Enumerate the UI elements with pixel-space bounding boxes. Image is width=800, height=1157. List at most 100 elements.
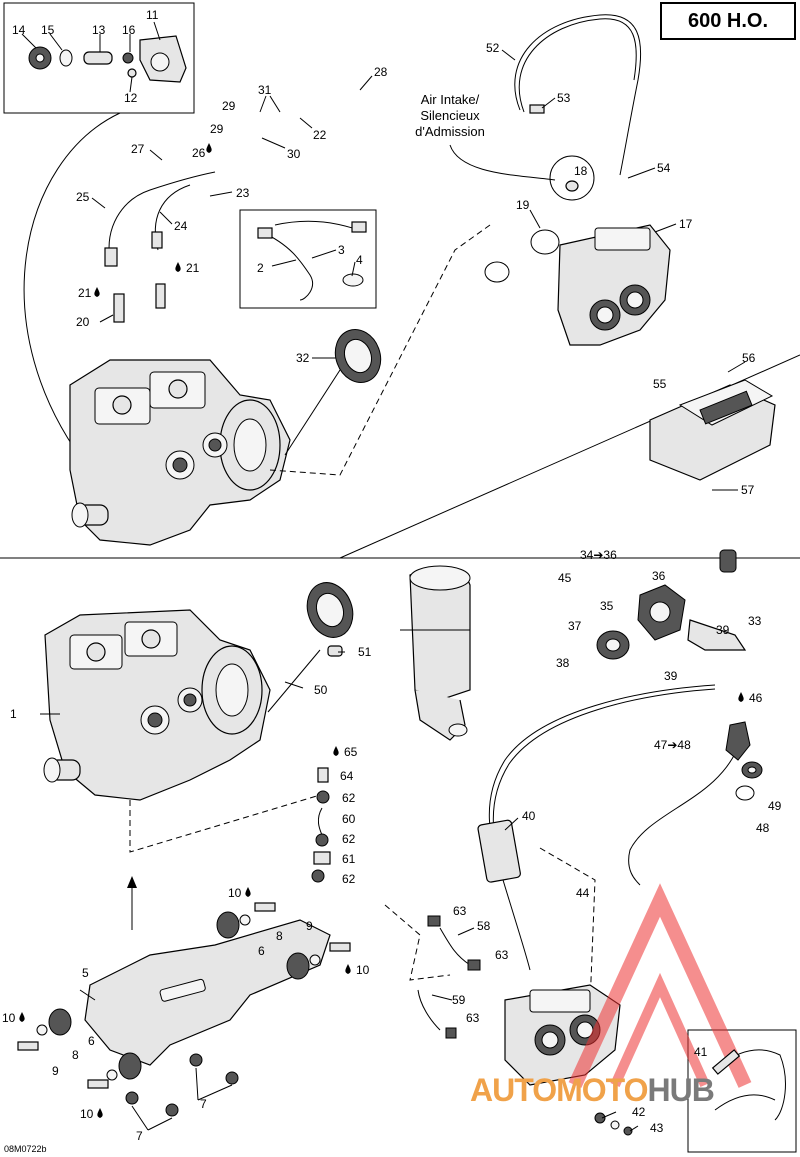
callout-label: 50 [314, 683, 328, 697]
pull-handle-lower [267, 582, 354, 713]
callout-label: 7 [136, 1129, 143, 1143]
callout-label: 10 [356, 963, 370, 977]
callout-label: 21 [186, 261, 200, 275]
callout-label: 39 [716, 623, 730, 637]
air-intake-note: Air Intake/ Silencieux d'Admission [415, 92, 485, 139]
callout-label: 1 [10, 707, 17, 721]
callout-label: 10 [80, 1107, 94, 1121]
oil-drop-icon [19, 1012, 25, 1022]
oil-drop-icon [94, 287, 100, 297]
callout-label: 46 [749, 691, 763, 705]
engine-mount-bracket [84, 876, 331, 1066]
callout-label: 16 [122, 23, 136, 37]
oil-drop-icon [175, 262, 181, 272]
callout-label: 62 [342, 832, 356, 846]
inset-box-top-left [3, 2, 195, 114]
clamp-19a [530, 229, 560, 255]
callout-label: 31 [258, 83, 272, 97]
cable-fittings-48 [725, 721, 763, 801]
oil-drop-icons [19, 143, 744, 1118]
pull-handle-32 [284, 329, 382, 456]
inset-bearing-parts [28, 35, 187, 83]
callout-label: 59 [452, 993, 466, 1007]
callout-label: 20 [76, 315, 90, 329]
callout-label: 28 [374, 65, 388, 79]
callout-label: 6 [258, 944, 265, 958]
callout-label: 29 [210, 122, 224, 136]
air-box-55 [649, 379, 776, 481]
callout-label: 26 [192, 146, 206, 160]
callout-label: 8 [72, 1048, 79, 1062]
inset-box-bottom-right [687, 1029, 797, 1153]
oil-drop-icon [245, 887, 251, 897]
callout-label: 21 [78, 286, 92, 300]
callout-label: 12 [124, 91, 138, 105]
muffler [400, 565, 471, 741]
callout-label: 10 [2, 1011, 16, 1025]
watermark-logo-shape [568, 883, 752, 1088]
callout-label: 61 [342, 852, 356, 866]
callout-label: 27 [131, 142, 145, 156]
dash-guide-upper [269, 224, 491, 476]
callout-label: 14 [12, 23, 26, 37]
callout-label: 32 [296, 351, 310, 365]
throttle-housing-36 [596, 549, 747, 660]
detail-circle-18 [549, 155, 595, 201]
intake-pointer [449, 144, 556, 181]
callout-label: 19 [516, 198, 530, 212]
diagram-code: 08M0722b [4, 1144, 47, 1154]
callout-label: 45 [558, 571, 572, 585]
inset-connector-arc [23, 112, 121, 471]
callout-label: 25 [76, 190, 90, 204]
callout-labels: 14 15 13 16 11 12 52 53 28 31 29 22 29 3… [2, 8, 782, 1143]
callout-label: 34➔36 [580, 548, 617, 562]
inset-bracket-41 [711, 1049, 786, 1121]
callout-label: 23 [236, 186, 250, 200]
spark-plug-leads [104, 171, 216, 323]
model-label: 600 H.O. [687, 9, 769, 32]
callout-label: 43 [650, 1121, 664, 1135]
callout-label: 36 [652, 569, 666, 583]
engine-lower [43, 609, 271, 801]
callout-label: 63 [466, 1011, 480, 1025]
callout-label: 54 [657, 161, 671, 175]
callout-label: 2 [257, 261, 264, 275]
callout-label: 49 [768, 799, 782, 813]
callout-label: 24 [174, 219, 188, 233]
dash-guide-lower [129, 794, 321, 853]
fuel-hoses [417, 915, 481, 1039]
model-label-box: 600 H.O. [660, 2, 796, 40]
carburetor-upper [557, 224, 671, 346]
callout-label: 48 [756, 821, 770, 835]
callout-label: 40 [522, 809, 536, 823]
callout-label: 6 [88, 1034, 95, 1048]
inset-box-harness [239, 209, 377, 309]
callout-label: 42 [632, 1105, 646, 1119]
callout-label: 7 [200, 1097, 207, 1111]
callout-label: 51 [358, 645, 372, 659]
callout-label: 52 [486, 41, 500, 55]
dash-guide-lower-right [539, 847, 596, 1006]
callout-label: 47➔48 [654, 738, 691, 752]
callout-label: 38 [556, 656, 570, 670]
callout-label: 58 [477, 919, 491, 933]
callout-label: 13 [92, 23, 106, 37]
callout-label: 10 [228, 886, 242, 900]
callout-label: 29 [222, 99, 236, 113]
callout-label: 60 [342, 812, 356, 826]
callout-label: 17 [679, 217, 693, 231]
callout-label: 4 [356, 253, 363, 267]
callout-label: 63 [495, 948, 509, 962]
clamp-19b [484, 261, 510, 283]
oil-drop-icon [738, 692, 744, 702]
callout-label: 9 [52, 1064, 59, 1078]
callout-label: 3 [338, 243, 345, 257]
oil-drop-icon [345, 964, 351, 974]
watermark-logo: AUTOMOTOHUB [470, 1072, 715, 1109]
oil-drop-icon [206, 143, 212, 153]
wiring-harness [257, 220, 367, 301]
callout-label: 22 [313, 128, 327, 142]
screws-42-43 [594, 1112, 633, 1136]
callout-label: 9 [306, 919, 313, 933]
